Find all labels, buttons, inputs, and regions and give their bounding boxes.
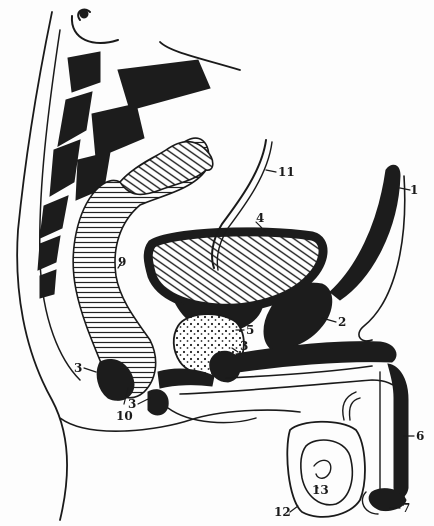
label-13: 13 [312,483,329,497]
label-1: 1 [410,183,418,197]
spine-top-curl [72,10,118,43]
epididymis [314,460,331,478]
label-7: 7 [402,501,410,515]
sigmoid-colon [120,142,213,195]
anal-sphincter-lower [148,390,168,415]
label-9: 9 [118,255,126,269]
anterior-abdominal-wall [330,165,400,300]
perineum-outline [60,410,300,431]
corpus-spongiosum-band [236,342,396,372]
scrotum [287,422,365,517]
label-5: 5 [246,323,254,337]
spermatic-cord [343,392,360,420]
label-10: 10 [116,409,133,423]
label-6: 6 [416,429,424,443]
label-3-prostate: 3 [240,339,248,353]
spine-top-dot [80,10,88,18]
label-4: 4 [256,211,264,225]
label-12: 12 [274,505,291,519]
label-2: 2 [338,315,346,329]
penis-upper-outline [180,380,404,500]
label-11: 11 [278,165,295,179]
label-3-rectum: 3 [74,361,82,375]
